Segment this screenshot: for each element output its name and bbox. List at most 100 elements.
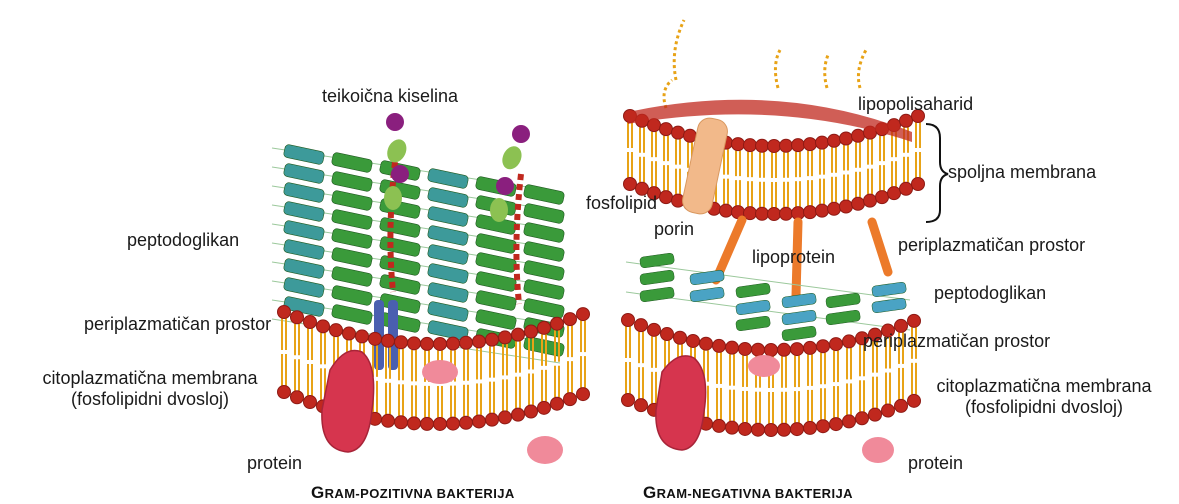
- peptidoglycan-strand: [283, 220, 325, 241]
- outer-membrane-phospholipid-head: [828, 134, 841, 147]
- membrane-phospholipid-head: [700, 337, 713, 350]
- peptidoglycan-strand: [379, 255, 421, 276]
- peptidoglycan-strand: [427, 225, 469, 246]
- bracket-shape: [926, 124, 948, 222]
- outer-membrane-phospholipid-head: [816, 136, 829, 149]
- integral-membrane-protein: [322, 350, 374, 452]
- teichoic-acid-green-bead: [384, 186, 402, 210]
- outer-membrane-phospholipid-head: [864, 194, 877, 207]
- label-outer-membrane: spoljna membrana: [948, 162, 1096, 183]
- membrane-protein-pink: [527, 436, 563, 464]
- membrane-phospholipid-head: [551, 397, 564, 410]
- lipopolysaccharide-chain: [664, 80, 672, 108]
- membrane-phospholipid-head: [317, 320, 330, 333]
- peptidoglycan-strand: [427, 187, 469, 208]
- membrane-phospholipid-head: [726, 421, 739, 434]
- membrane-phospholipid-head: [661, 328, 674, 341]
- peptidoglycan-strand: [283, 258, 325, 279]
- peptidoglycan-strand: [781, 310, 816, 326]
- membrane-phospholipid-head: [447, 417, 460, 430]
- membrane-phospholipid-head: [856, 412, 869, 425]
- peptidoglycan-strand: [283, 277, 325, 298]
- caption-gram-positive: GRAM-POZITIVNA BAKTERIJA: [311, 483, 515, 503]
- peptidoglycan-strand: [331, 247, 373, 268]
- teichoic-acid-purple-bead: [512, 125, 530, 143]
- peptidoglycan-strand: [523, 241, 565, 262]
- membrane-phospholipid-head: [382, 414, 395, 427]
- peptidoglycan-strand: [283, 201, 325, 222]
- peptidoglycan-strand: [475, 290, 517, 311]
- outer-membrane-phospholipid-head: [660, 191, 673, 204]
- peptidoglycan-strand: [331, 190, 373, 211]
- label-porin: porin: [654, 219, 694, 240]
- label-phospholipid: fosfolipid: [586, 193, 657, 214]
- label-periplasmic-left: periplazmatičan prostor: [84, 314, 271, 335]
- teichoic-acid-backbone: [516, 174, 521, 304]
- outer-membrane-phospholipid-head: [804, 138, 817, 151]
- membrane-phospholipid-head: [791, 423, 804, 436]
- outer-membrane-phospholipid-head: [768, 208, 781, 221]
- outer-membrane: [624, 100, 925, 221]
- peptidoglycan-strand: [871, 282, 906, 298]
- peptidoglycan-strand: [331, 304, 373, 325]
- membrane-phospholipid-head: [356, 330, 369, 343]
- membrane-phospholipid-head: [525, 405, 538, 418]
- peptidoglycan-strand: [379, 312, 421, 333]
- membrane-phospholipid-head: [726, 341, 739, 354]
- lipopolysaccharide-chain: [775, 50, 780, 88]
- label-protein-right: protein: [908, 453, 963, 474]
- label-lipoprotein: lipoprotein: [752, 247, 835, 268]
- membrane-phospholipid-head: [843, 335, 856, 348]
- peptidoglycan-strand: [427, 282, 469, 303]
- outer-membrane-phospholipid-head: [900, 182, 913, 195]
- membrane-phospholipid-head: [278, 306, 291, 319]
- membrane-phospholipid-head: [713, 419, 726, 432]
- membrane-phospholipid-head: [674, 331, 687, 344]
- peptidoglycan-strand: [523, 279, 565, 300]
- membrane-phospholipid-head: [408, 417, 421, 430]
- outer-membrane-phospholipid-head: [888, 187, 901, 200]
- peptidoglycan-strand: [523, 298, 565, 319]
- outer-membrane-phospholipid-head: [768, 140, 781, 153]
- membrane-phospholipid-head: [804, 341, 817, 354]
- membrane-phospholipid-head: [830, 338, 843, 351]
- membrane-phospholipid-head: [369, 332, 382, 345]
- peptidoglycan-strand: [331, 266, 373, 287]
- membrane-phospholipid-head: [395, 416, 408, 429]
- peptidoglycan-strand: [331, 171, 373, 192]
- lipopolysaccharide-chain: [858, 50, 866, 88]
- membrane-phospholipid-head: [460, 336, 473, 349]
- outer-membrane-phospholipid-head: [912, 178, 925, 191]
- label-cytoplasmic-membrane-left-line2: (fosfolipidni dvosloj): [20, 389, 280, 410]
- teichoic-acid-green-bead: [490, 198, 508, 222]
- label-teichoic-acid: teikoična kiselina: [322, 86, 458, 107]
- peptidoglycan-strand: [523, 222, 565, 243]
- outer-membrane-phospholipid-head: [828, 202, 841, 215]
- lipopolysaccharide-chain: [674, 20, 684, 80]
- peptidoglycan-strand: [825, 293, 860, 309]
- peptidoglycan-strand: [475, 233, 517, 254]
- membrane-phospholipid-head: [765, 343, 778, 356]
- membrane-phospholipid-head: [486, 413, 499, 426]
- peptidoglycan-strand: [735, 300, 770, 316]
- outer-membrane-phospholipid-head: [756, 207, 769, 220]
- membrane-phospholipid-head: [778, 423, 791, 436]
- outer-membrane-phospholipid-head: [792, 139, 805, 152]
- membrane-phospholipid-head: [512, 328, 525, 341]
- membrane-phospholipid-head: [739, 422, 752, 435]
- label-cytoplasmic-membrane-right-line1: citoplazmatična membrana: [916, 376, 1172, 397]
- caption-gram-positive-initial: G: [311, 483, 325, 502]
- outer-membrane-phospholipid-head: [840, 132, 853, 145]
- peptidoglycan-strand: [735, 316, 770, 332]
- label-periplasmic-right-bottom: periplazmatičan prostor: [863, 331, 1050, 352]
- caption-gram-negative-rest: RAM-NEGATIVNA BAKTERIJA: [657, 486, 853, 501]
- label-periplasmic-right-top: periplazmatičan prostor: [898, 235, 1085, 256]
- outer-membrane-phospholipid-head: [816, 204, 829, 217]
- integral-membrane-protein: [656, 356, 706, 450]
- outer-membrane-phospholipid-head: [780, 139, 793, 152]
- teichoic-acid-purple-bead: [391, 165, 409, 183]
- membrane-phospholipid-head: [382, 334, 395, 347]
- membrane-phospholipid-head: [622, 394, 635, 407]
- membrane-phospholipid-head: [577, 308, 590, 321]
- peptidoglycan-strand: [331, 209, 373, 230]
